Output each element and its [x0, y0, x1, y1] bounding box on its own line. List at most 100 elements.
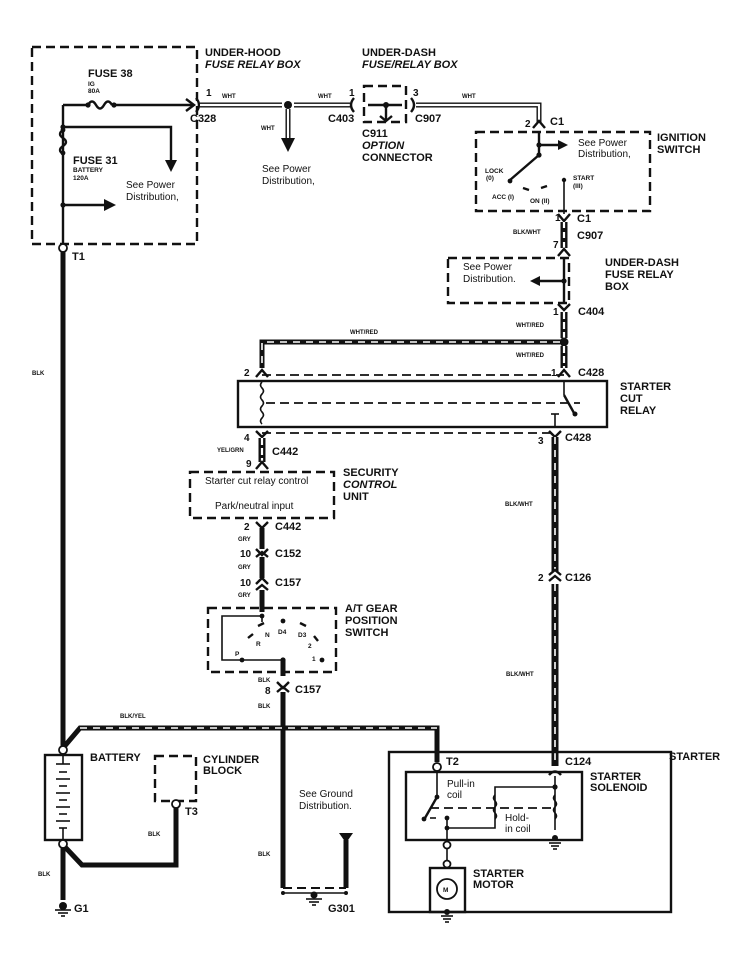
wire-label-wht: WHT [462, 94, 476, 100]
ground-icon [549, 835, 561, 850]
c911-pin-icon [379, 115, 393, 123]
gear-switch-label-3: SWITCH [345, 627, 388, 639]
t3-label: T3 [185, 806, 198, 818]
c152-pin-icon [255, 548, 269, 558]
pos-d3: D3 [298, 632, 307, 639]
pos-n: N [265, 632, 270, 639]
motor-terminal [442, 840, 452, 850]
c328-arrow-icon [185, 98, 196, 112]
pos-r: R [256, 641, 261, 648]
gry-wires: 2 C442 GRY 10 C152 GRY 10 C157 GRY [238, 521, 301, 612]
c328-female [195, 97, 201, 113]
see-power-dist-4b: Distribution. [463, 274, 516, 285]
wire-label-blk: BLK [258, 704, 271, 710]
c403-female [349, 97, 355, 113]
t1-label: T1 [72, 251, 85, 263]
wire-label-gry: GRY [238, 593, 251, 599]
c907-female [410, 97, 416, 113]
wire-label-blk: BLK [258, 852, 271, 858]
splice [284, 101, 292, 109]
c907-label-top: C907 [415, 113, 441, 125]
c328-label: C328 [190, 113, 216, 125]
wire-label-wht: WHT [318, 94, 332, 100]
wire-to-block [63, 808, 179, 868]
motor-icon [436, 878, 458, 900]
wire-label-yel-grn: YEL/GRN [217, 448, 244, 454]
wire-stripe [261, 341, 560, 368]
fuse38-sub2: 80A [88, 88, 100, 95]
relay-label-3: RELAY [620, 405, 657, 417]
fuse31-sub2: 120A [73, 175, 89, 182]
arrow-right-icon [104, 199, 116, 211]
fuse31-symbol [58, 129, 68, 155]
node [444, 909, 450, 915]
pos-d4: D4 [278, 629, 287, 636]
pin-2: 2 [525, 119, 531, 130]
see-power-dist-2b: Distribution, [262, 176, 315, 187]
ignition-label-2: SWITCH [657, 144, 700, 156]
pin-1: 1 [551, 368, 557, 379]
underdash-mid-label-1: UNDER-DASH [605, 257, 679, 269]
fuse31-sub1: BATTERY [73, 167, 104, 174]
pin-7: 7 [553, 240, 559, 251]
c126-label: C126 [565, 572, 591, 584]
pin-9: 9 [246, 459, 252, 470]
c403-label: C403 [328, 113, 354, 125]
wht-wire-top: 1 C328 WHT WHT 1 C403 WHT See Power Dist… [190, 88, 355, 187]
wire-label-wht-red: WHT/RED [516, 353, 545, 359]
node [59, 902, 67, 910]
see-power-dist-1b: Distribution, [126, 192, 179, 203]
c1-pin-icon [532, 119, 546, 129]
t3-terminal [171, 799, 181, 809]
battery: BATTERY BLK G1 [38, 745, 179, 917]
wire-label-blk: BLK [38, 872, 51, 878]
g301-label: G301 [328, 903, 355, 915]
on-contact [540, 184, 548, 190]
start-label: START [573, 175, 594, 182]
c124-label: C124 [565, 756, 592, 768]
c157-pin-icon [255, 576, 269, 591]
underdash-mid-outline [446, 256, 571, 305]
c442-label-top: C442 [272, 446, 298, 458]
c157-label-bottom: C157 [295, 684, 321, 696]
acc-label: ACC (I) [492, 194, 514, 201]
node [552, 835, 558, 841]
underdash-mid-label-2: FUSE RELAY [605, 269, 674, 281]
pin-1: 1 [553, 307, 559, 318]
node [60, 150, 66, 156]
switch-blade [509, 154, 540, 181]
at-gear-position-switch: A/T GEAR POSITION SWITCH P R N D4 D3 2 1 [206, 603, 398, 676]
motor-label-2: MOTOR [473, 879, 514, 891]
starter-label: STARTER [669, 751, 720, 763]
c152-label: C152 [275, 548, 301, 560]
node [421, 816, 427, 822]
wire-label-blk: BLK [148, 832, 161, 838]
pin-3: 3 [413, 88, 419, 99]
pos-1: 1 [312, 656, 316, 663]
ground-icon [441, 909, 453, 923]
d3-contact [299, 621, 307, 628]
splice [559, 337, 569, 347]
c428-label-bottom: C428 [565, 432, 591, 444]
security-unit-outline [188, 470, 336, 520]
node [85, 102, 91, 108]
relay-contact-blade [562, 394, 576, 414]
c442-pin-icon [255, 521, 269, 530]
node [507, 178, 513, 184]
underhood-box-label-2: FUSE RELAY BOX [205, 59, 301, 71]
c404-pin-icon [557, 303, 571, 312]
ground-icon [55, 902, 71, 917]
lock-label: LOCK [485, 168, 504, 175]
battery-positive-terminal [58, 745, 68, 755]
underdash-mid-label-3: BOX [605, 281, 630, 293]
d4-contact [280, 618, 286, 624]
pin-3: 3 [538, 436, 544, 447]
wire-label-gry: GRY [238, 565, 251, 571]
on-label: ON (II) [530, 198, 550, 205]
underdash-top-label-2: FUSE/RELAY BOX [362, 59, 458, 71]
starter-cut-relay-outline [236, 379, 609, 429]
wire-label-wht: WHT [261, 126, 275, 132]
fuse38-sub1: IG [88, 81, 95, 88]
pull-in-coil [492, 794, 498, 820]
cylinder-label-2: BLOCK [203, 765, 242, 777]
